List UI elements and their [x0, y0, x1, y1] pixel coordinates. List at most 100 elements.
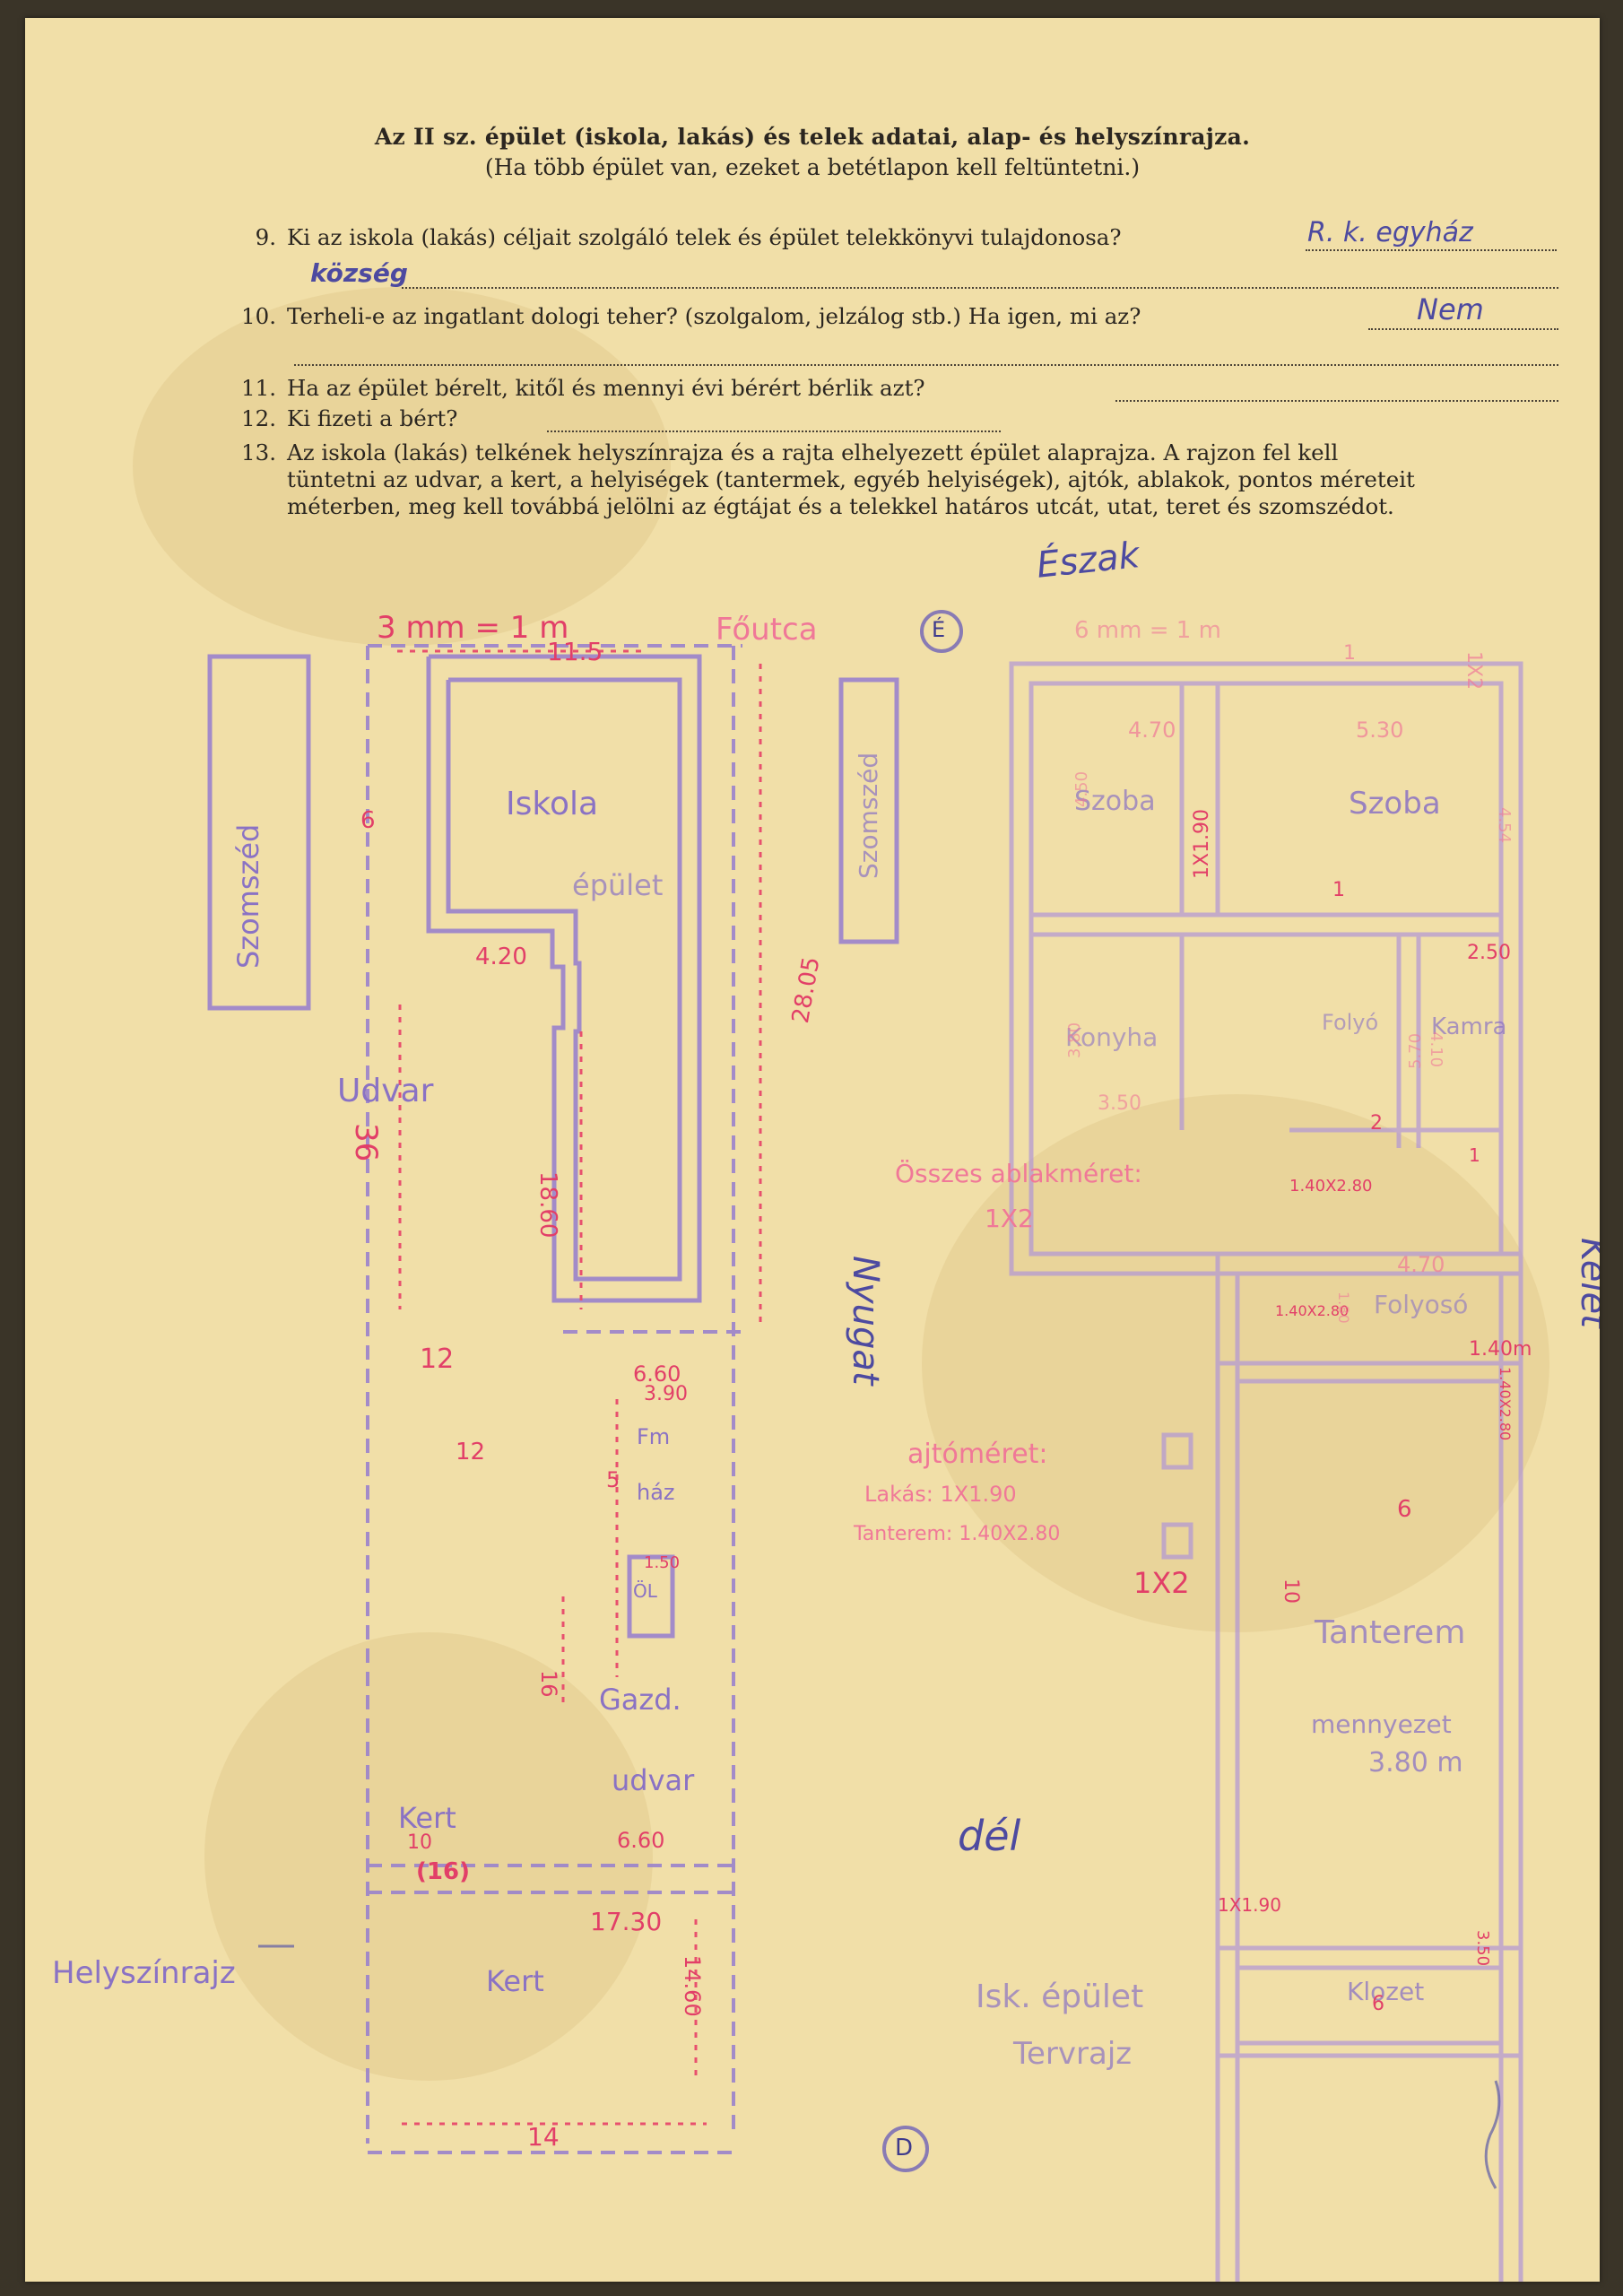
farm-yard-label-2: udvar [612, 1763, 695, 1797]
dim-5: 5 [606, 1467, 621, 1492]
dim-36: 36 [348, 1123, 384, 1162]
floor-plan-caption-1: Isk. épület [976, 1979, 1144, 2015]
dotted-line [402, 269, 1558, 289]
fp-dim-1x2: 1X2 [1462, 651, 1485, 691]
north-circle-mark [920, 610, 963, 653]
fp-dim-1x190b: 1X1.90 [1218, 1894, 1281, 1916]
fp-dim-530: 5.30 [1356, 718, 1404, 743]
fp-dim-140x280b: 1.40X2.80 [1275, 1302, 1350, 1319]
fp-dim-454: 4.54 [1495, 807, 1514, 844]
dim-top: 11.5 [547, 637, 603, 666]
dim-14: 14 [527, 2122, 560, 2152]
north-mark-letter: É [932, 617, 946, 642]
neighbor-right-label: Szomszéd [854, 752, 883, 879]
garden-label-1: Kert [398, 1801, 456, 1835]
fp-dim-140x280c: 1.40X2.80 [1497, 1367, 1514, 1441]
answer-9: R. k. egyház [1307, 217, 1473, 248]
dotted-line [1368, 310, 1558, 330]
fp-dim-410: 4.10 [1427, 1031, 1445, 1068]
dotted-line [1306, 231, 1557, 251]
site-plan-caption: Helyszínrajz [52, 1955, 236, 1991]
compass-east: Kelet [1573, 1238, 1600, 1328]
farm-yard-label: Gazd. [599, 1683, 681, 1717]
fp-dim-470b: 4.70 [1397, 1252, 1445, 1277]
neighbor-left-label: Szomszéd [231, 823, 265, 969]
school-outline-inner [446, 677, 682, 1282]
compass-west: Nyugat [845, 1256, 886, 1386]
question-11: 11.Ha az épület bérelt, kitől és mennyi … [241, 375, 925, 401]
fp-dim-380: 3.80 [1065, 1022, 1084, 1058]
fp-dim-570: 5.70 [1406, 1032, 1425, 1069]
dotted-line [294, 346, 1558, 366]
school-label: Iskola [506, 786, 599, 822]
kitchen-label: Konyha [1065, 1022, 1159, 1052]
dim-16b: (16) [416, 1858, 470, 1885]
school-outline [426, 654, 702, 1303]
yard-label: Udvar [337, 1073, 434, 1109]
scale-label: 3 mm = 1 m [377, 610, 569, 646]
windows-label: Összes ablakméret: [895, 1159, 1142, 1188]
dim-16: 16 [536, 1670, 561, 1698]
dim-1860: 18.60 [534, 1171, 561, 1239]
door-class: Tanterem: 1.40X2.80 [854, 1523, 1061, 1545]
dim-390: 3.90 [644, 1383, 688, 1405]
street-label: Főutca [716, 612, 818, 648]
neighbor-left-shape [207, 654, 311, 1011]
fp-dim-470: 4.70 [1128, 718, 1176, 743]
dim-1730: 17.30 [590, 1907, 663, 1936]
window-class: 1X2 [1133, 1566, 1190, 1600]
dim-660: 6.60 [633, 1361, 681, 1387]
dim-10: 10 [407, 1831, 432, 1854]
south-circle-mark [882, 2126, 929, 2172]
question-13-line2: tüntetni az udvar, a kert, a helyiségek … [287, 466, 1415, 492]
fp-dim-10: 10 [1280, 1578, 1302, 1604]
small-toilet [627, 1554, 675, 1639]
question-12: 12.Ki fizeti a bért? [241, 405, 458, 431]
garden-label-2: Kert [486, 1964, 544, 1998]
dim-6: 6 [360, 807, 376, 834]
compass-south: dél [958, 1812, 1021, 1860]
dim-1460: 14.60 [680, 1955, 705, 2017]
fp-dim-6b: 6 [1372, 1993, 1384, 2015]
fp-dim-1x190: 1X1.90 [1191, 808, 1213, 879]
dim-12b: 12 [456, 1439, 486, 1465]
fp-dim-2: 2 [1370, 1112, 1383, 1135]
dim-420: 4.20 [475, 944, 527, 970]
answer-10: Nem [1417, 292, 1484, 326]
fp-dim-180: 1.80 [1335, 1292, 1352, 1324]
dotted-line [547, 413, 1001, 432]
room-2-label: Szoba [1349, 786, 1441, 822]
question-9: 9.Ki az iskola (lakás) céljait szolgáló … [255, 224, 1122, 250]
fp-dim-450: 4.50 [1072, 770, 1091, 807]
fp-dim-140x280: 1.40X2.80 [1289, 1177, 1373, 1196]
fp-dim-6: 6 [1397, 1496, 1412, 1523]
south-mark-letter: D [895, 2135, 914, 2161]
doors-label: ajtóméret: [907, 1439, 1048, 1470]
fp-dim-350b: 3.50 [1473, 1930, 1492, 1967]
toilet-label: Klozet [1347, 1977, 1425, 2006]
door-flat: Lakás: 1X1.90 [864, 1482, 1017, 1507]
dotted-line [1115, 382, 1558, 402]
ceiling-height: 3.80 m [1368, 1747, 1463, 1779]
fp-dim-1b: 1 [1332, 879, 1345, 901]
dim-150: 1.50 [644, 1553, 681, 1572]
hall-label: Folyosó [1374, 1290, 1469, 1319]
floor-scale-note: 6 mm = 1 m [1074, 617, 1221, 644]
question-13-line3: méterben, meg kell továbbá jelölni az ég… [287, 493, 1394, 519]
question-10: 10.Terheli-e az ingatlant dologi teher? … [241, 303, 1141, 329]
windows-value: 1X2 [985, 1204, 1034, 1233]
fp-dim-350: 3.50 [1098, 1092, 1141, 1115]
floor-plan-caption-2: Tervrajz [1013, 2036, 1133, 2072]
shed-label: Fm [637, 1424, 671, 1449]
fp-dim-140: 1.40m [1469, 1338, 1532, 1361]
page-title: Az II sz. épület (iskola, lakás) és tele… [374, 124, 1251, 150]
classroom-label: Tanterem [1315, 1614, 1466, 1651]
shed-label-2: ház [637, 1480, 675, 1505]
pantry-label: Kamra [1431, 1013, 1507, 1040]
fp-dim-1: 1 [1343, 642, 1356, 665]
room-1-label: Szoba [1074, 786, 1156, 817]
page-subtitle: (Ha több épület van, ezeket a betétlapon… [484, 154, 1141, 180]
fp-dim-1c: 1 [1469, 1144, 1480, 1166]
small-toilet-label: ÖL [633, 1580, 657, 1602]
question-13: 13.Az iskola (lakás) telkének helyszínra… [241, 439, 1339, 465]
